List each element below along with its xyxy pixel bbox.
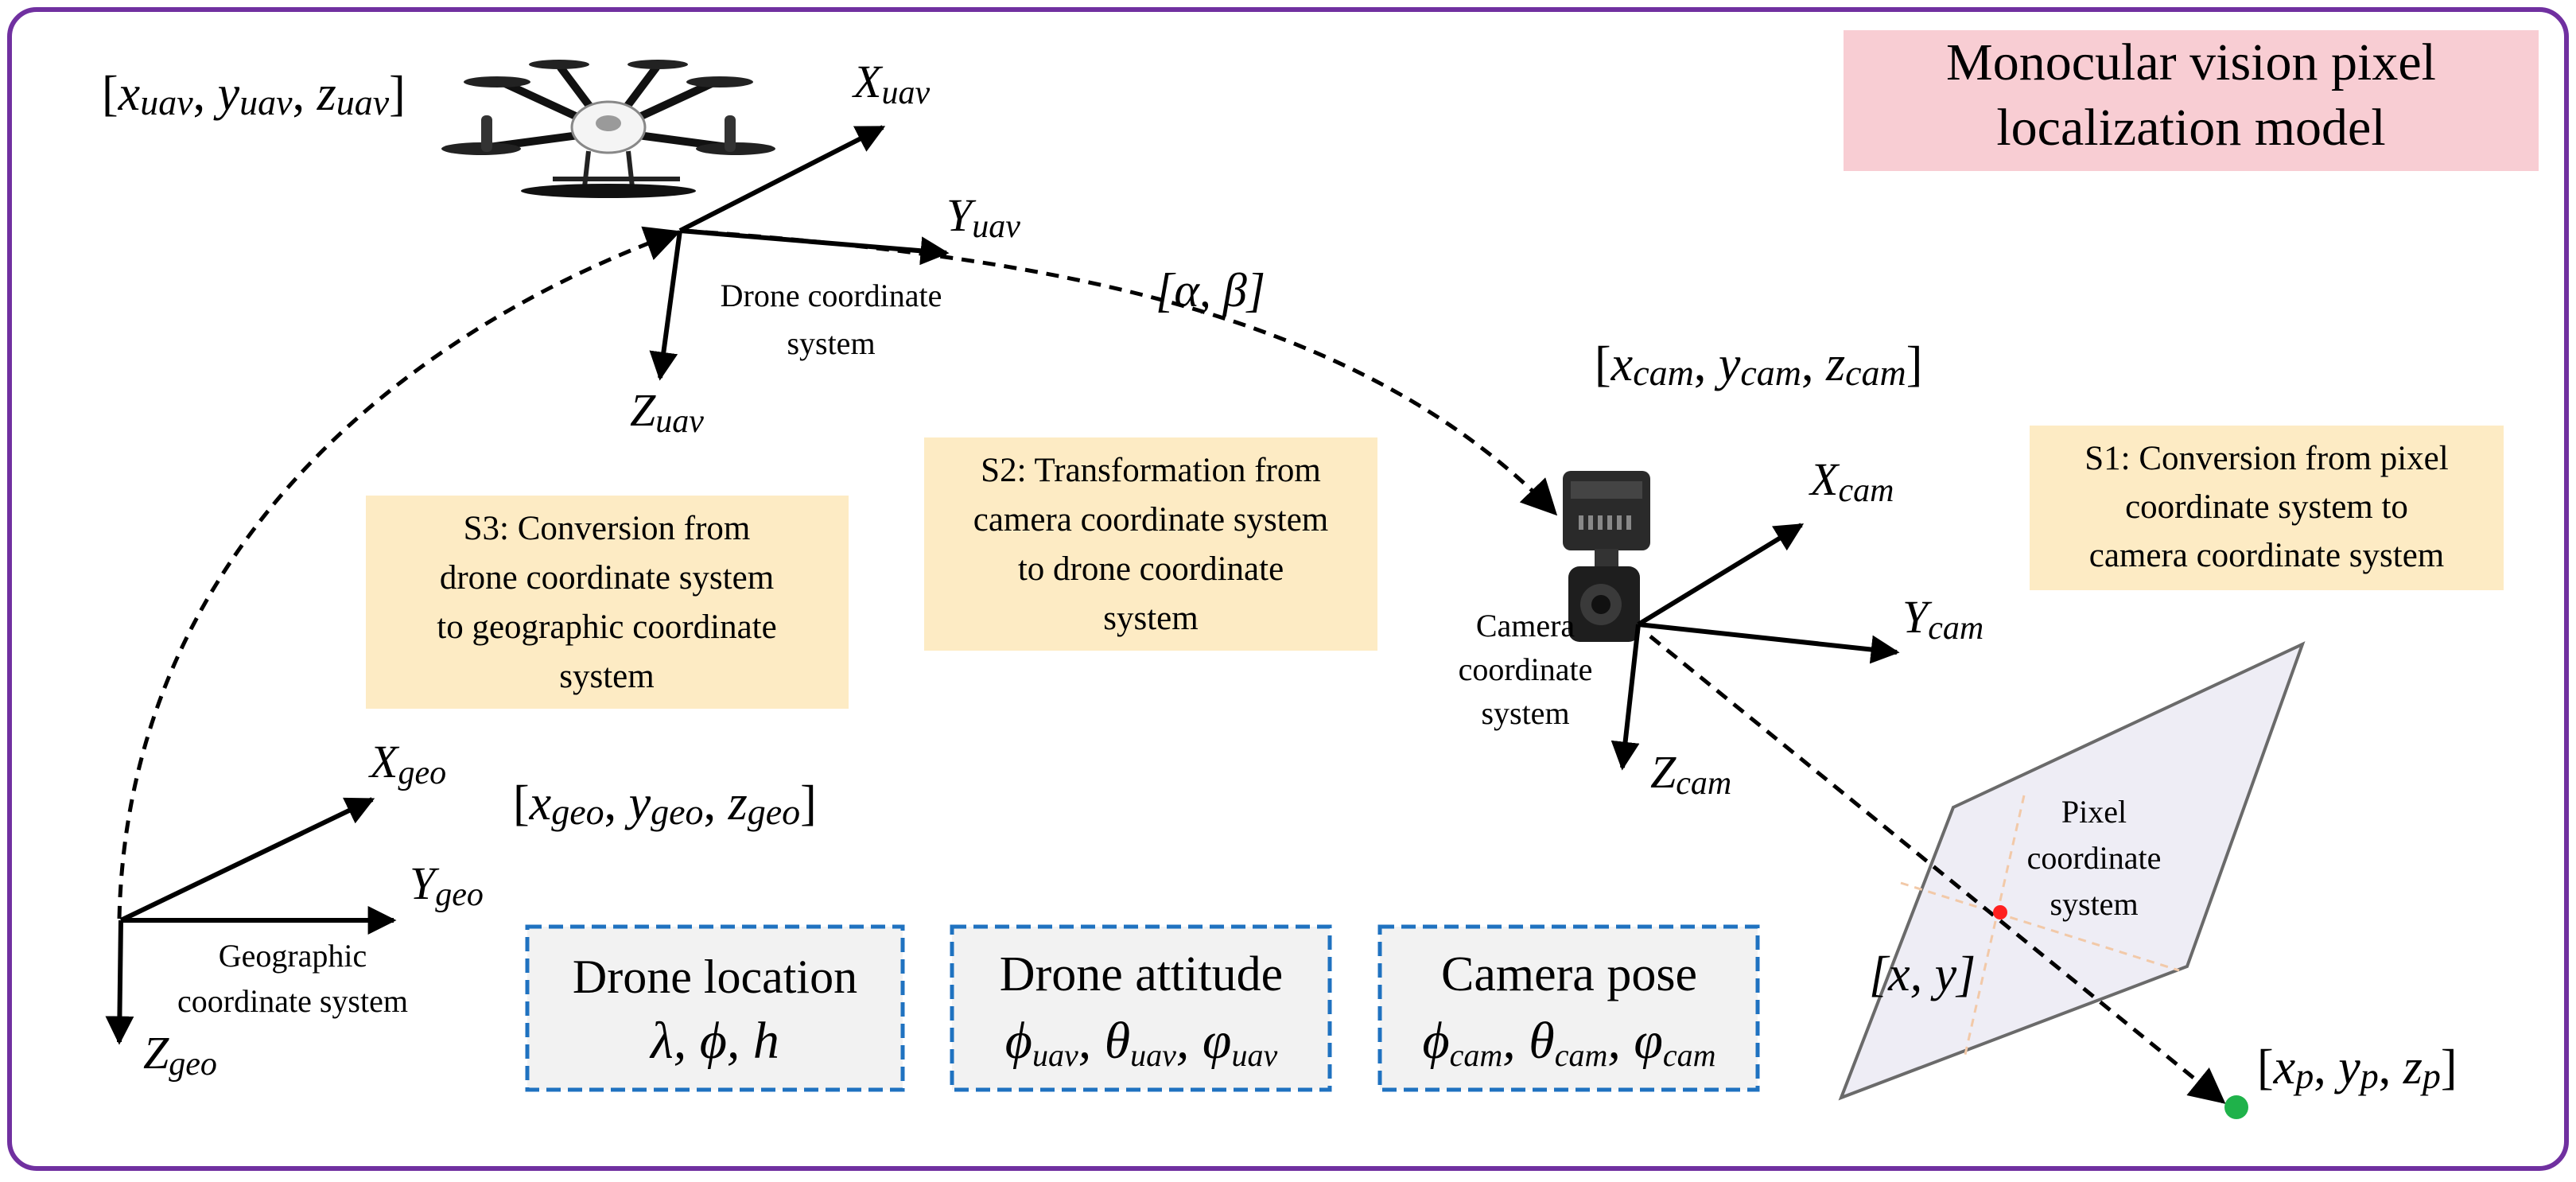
- pixel-point-label: [x, y]: [1869, 947, 1976, 1001]
- step-s3-line-2: drone coordinate system: [440, 559, 774, 597]
- camera-system-label-1: Camera: [1476, 608, 1576, 643]
- step-s2-line-4: system: [1103, 600, 1198, 637]
- camera-coord-label: [xcam, ycam, zcam]: [1595, 337, 1922, 393]
- quadcopter-drone-icon: [441, 60, 775, 198]
- geo-system-label-1: Geographic: [219, 938, 367, 974]
- step-s2-box: S2: Transformation from camera coordinat…: [924, 437, 1377, 651]
- step-s1-line-1: S1: Conversion from pixel: [2085, 440, 2448, 477]
- geo-axis-y-label: Ygeo: [410, 857, 484, 913]
- step-s2-line-2: camera coordinate system: [973, 501, 1329, 539]
- step-s3-line-4: system: [559, 658, 654, 695]
- camera-system-label-3: system: [1481, 695, 1569, 731]
- projection-ray: [1649, 635, 2226, 1104]
- drone-axis-y-label: Yuav: [946, 189, 1020, 245]
- gimbal-camera-icon: [1563, 471, 1650, 642]
- outer-frame: [7, 7, 2569, 1171]
- param-drone-attitude-value: ϕuav, θuav, φuav: [1005, 1012, 1278, 1073]
- geo-system-label-2: coordinate system: [177, 983, 408, 1019]
- drone-system-label-1: Drone coordinate: [721, 278, 942, 313]
- camera-axis-z-label: Zcam: [1650, 746, 1731, 802]
- param-drone-attitude-box: Drone attitude ϕuav, θuav, φuav: [950, 924, 1332, 1092]
- param-camera-pose-value: ϕcam, θcam, φcam: [1422, 1012, 1715, 1073]
- param-camera-pose-title: Camera pose: [1441, 947, 1697, 1001]
- step-s3-line-3: to geographic coordinate: [437, 608, 776, 646]
- param-drone-location-value: λ, ϕ, h: [649, 1012, 779, 1070]
- step-s2-line-3: to drone coordinate: [1018, 550, 1284, 588]
- step-s3-line-1: S3: Conversion from: [464, 510, 751, 547]
- param-camera-pose-box: Camera pose ϕcam, θcam, φcam: [1377, 924, 1760, 1092]
- drone-coord-label: [xuav, yuav, zuav]: [102, 67, 406, 122]
- param-drone-location-box: Drone location λ, ϕ, h: [525, 924, 905, 1092]
- geo-axes: [105, 797, 397, 1045]
- step-s3-box: S3: Conversion from drone coordinate sys…: [366, 496, 849, 709]
- camera-axis-x-label: Xcam: [1809, 453, 1894, 509]
- title-line-2: localization model: [1996, 99, 2385, 157]
- step-s1-box: S1: Conversion from pixel coordinate sys…: [2030, 426, 2504, 590]
- pixel-system-label-2: coordinate: [2027, 840, 2162, 876]
- geo-axis-z-label: Zgeo: [143, 1027, 217, 1083]
- target-coord-label: [xp, yp, zp]: [2257, 1040, 2457, 1096]
- drone-axis-z-label: Zuav: [630, 384, 704, 440]
- pixel-system-label-1: Pixel: [2061, 794, 2127, 830]
- step-s1-line-2: coordinate system to: [2125, 488, 2408, 526]
- geo-axis-x-label: Xgeo: [368, 736, 446, 791]
- geo-coord-label: [xgeo, ygeo, zgeo]: [513, 776, 817, 832]
- target-point-dot: [2224, 1095, 2248, 1119]
- title-box: Monocular vision pixel localization mode…: [1844, 30, 2539, 171]
- angles-label: [α, β]: [1156, 264, 1265, 317]
- pixel-point-dot: [1993, 905, 2007, 920]
- param-drone-location-title: Drone location: [573, 951, 857, 1003]
- drone-axis-x-label: Xuav: [852, 56, 930, 111]
- pixel-system-label-3: system: [2050, 886, 2138, 922]
- camera-axis-y-label: Ycam: [1902, 591, 1983, 647]
- drone-system-label-2: system: [787, 325, 875, 361]
- param-drone-attitude-title: Drone attitude: [1000, 947, 1283, 1001]
- camera-system-label-2: coordinate: [1459, 651, 1593, 687]
- step-s1-line-3: camera coordinate system: [2089, 537, 2445, 574]
- pixel-plane: [1838, 641, 2306, 1101]
- title-line-1: Monocular vision pixel: [1946, 33, 2436, 91]
- step-s2-line-1: S2: Transformation from: [981, 452, 1321, 489]
- camera-axes: [1610, 523, 1900, 771]
- geo-to-drone-dashed-arc: [117, 226, 682, 920]
